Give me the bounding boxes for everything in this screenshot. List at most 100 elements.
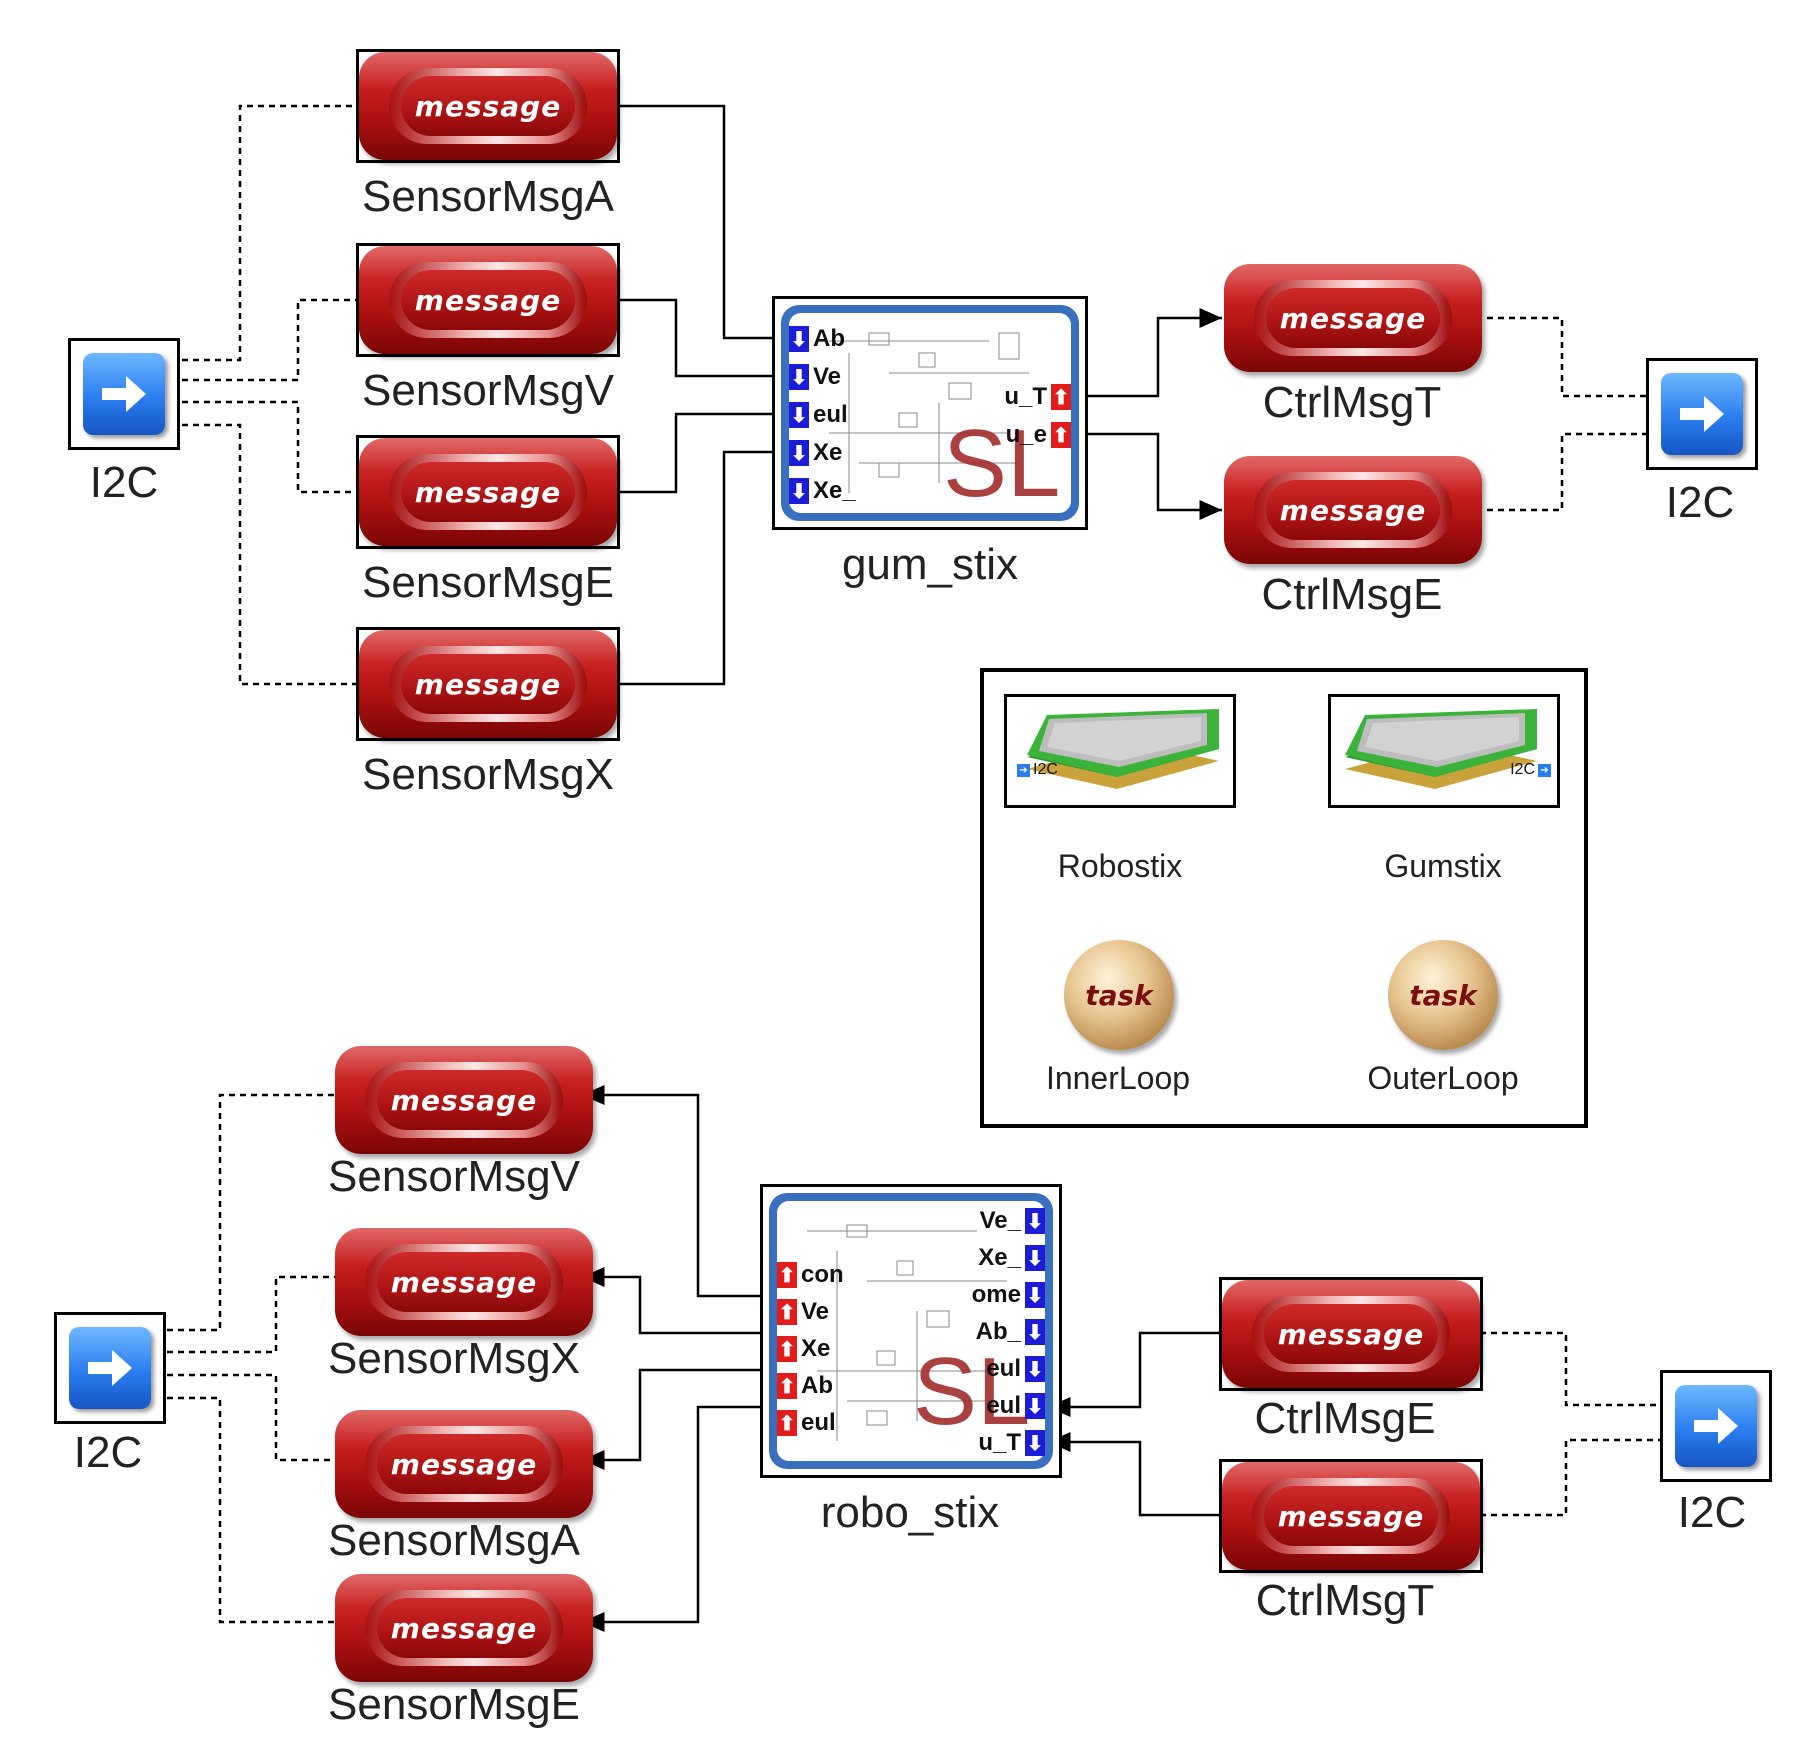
message-text: message (1264, 1304, 1438, 1364)
processor-block-robostix[interactable]: ➔I2C (1004, 694, 1236, 808)
right-arrow-icon (69, 1327, 151, 1409)
subsystem-preview (789, 313, 1071, 513)
wire-solid (582, 1267, 778, 1335)
i2c-goto-block[interactable] (68, 338, 180, 450)
wire-dashed (182, 104, 357, 362)
wire-solid (620, 298, 780, 378)
wire-dashed (1480, 1331, 1662, 1407)
message-label: SensorMsgX (362, 750, 614, 799)
sl-mark: SL (913, 1338, 1031, 1445)
processor-block-gumstix[interactable]: I2C➔ (1328, 694, 1560, 808)
message-block[interactable]: message (356, 49, 620, 163)
message-text: message (401, 462, 575, 522)
wire-solid (1082, 308, 1222, 398)
wire-dashed (1487, 432, 1648, 512)
inport[interactable]: Ab_⬇ (975, 1318, 1045, 1345)
message-text: message (377, 1434, 551, 1494)
wire-dashed (1480, 1438, 1662, 1517)
wire-solid (620, 450, 780, 686)
message-block[interactable]: message (335, 1574, 593, 1682)
message-text: message (401, 654, 575, 714)
message-label: CtrlMsgE (1261, 570, 1443, 619)
outport[interactable]: u_e⬆ (1005, 421, 1071, 448)
message-label: SensorMsgV (362, 366, 614, 415)
i2c-goto-block[interactable] (1660, 1370, 1772, 1482)
wire-dashed (167, 1373, 335, 1462)
processor-port[interactable]: I2C➔ (1510, 761, 1551, 779)
wire-dashed (167, 1093, 335, 1332)
message-text: message (401, 76, 575, 136)
message-block[interactable]: message (1224, 264, 1482, 372)
wire-solid (620, 104, 780, 340)
subsystem-label: robo_stix (820, 1488, 1000, 1537)
right-arrow-icon (1661, 373, 1743, 455)
inport[interactable]: u_T⬇ (978, 1429, 1045, 1456)
message-block[interactable]: message (335, 1410, 593, 1518)
right-arrow-icon (1675, 1385, 1757, 1467)
message-block[interactable]: message (356, 435, 620, 549)
inport[interactable]: ⬇Xe (789, 439, 843, 466)
outport[interactable]: u_T⬆ (1004, 383, 1071, 410)
wire-solid (620, 412, 780, 494)
message-block[interactable]: message (335, 1228, 593, 1336)
inport[interactable]: ⬇eul (789, 401, 848, 428)
i2c-label: I2C (1665, 478, 1735, 527)
sl-mark: SL (943, 410, 1061, 517)
wire-dashed (1487, 316, 1648, 398)
outport[interactable]: ⬆con (777, 1261, 844, 1288)
processor-label: Robostix (1057, 848, 1183, 884)
wire-solid (1082, 432, 1222, 520)
message-label: CtrlMsgE (1254, 1394, 1436, 1443)
task-label: InnerLoop (1045, 1060, 1191, 1096)
message-text: message (377, 1070, 551, 1130)
i2c-label: I2C (1677, 1488, 1747, 1537)
wire-dashed (167, 1396, 335, 1624)
inport[interactable]: Ve_⬇ (979, 1207, 1045, 1234)
message-label: SensorMsgE (328, 1680, 580, 1729)
subsystem-label: gum_stix (841, 540, 1019, 589)
chip-icon (1345, 709, 1537, 789)
robo-stix-subsystem[interactable]: SL ⬆con ⬆Ve ⬆Xe ⬆Ab ⬆eul Ve_⬇ Xe_⬇ ome⬇ … (760, 1184, 1062, 1478)
task-block[interactable]: task (1064, 940, 1174, 1050)
gum-stix-subsystem[interactable]: SL ⬇Ab ⬇Ve ⬇eul ⬇Xe ⬇Xe_ u_T⬆ u_e⬆ (772, 296, 1088, 530)
message-label: SensorMsgE (362, 558, 614, 607)
inport[interactable]: Xe_⬇ (978, 1244, 1045, 1271)
task-block[interactable]: task (1388, 940, 1498, 1050)
outport[interactable]: ⬆eul (777, 1409, 836, 1436)
wire-solid (1048, 1331, 1220, 1417)
inport[interactable]: eul⬇ (986, 1392, 1045, 1419)
i2c-label: I2C (89, 458, 159, 507)
inport[interactable]: ome⬇ (971, 1281, 1045, 1308)
processor-port[interactable]: ➔I2C (1017, 761, 1058, 779)
message-label: SensorMsgV (328, 1152, 580, 1201)
i2c-goto-block[interactable] (54, 1312, 166, 1424)
outport[interactable]: ⬆Xe (777, 1335, 831, 1362)
right-arrow-icon (83, 353, 165, 435)
i2c-label: I2C (73, 1428, 143, 1477)
message-block[interactable]: message (1219, 1277, 1483, 1391)
message-text: message (1264, 1486, 1438, 1546)
message-text: message (377, 1252, 551, 1312)
message-label: SensorMsgX (328, 1334, 580, 1383)
message-block[interactable]: message (1224, 456, 1482, 564)
inport[interactable]: ⬇Ve (789, 363, 842, 390)
outport[interactable]: ⬆Ab (777, 1372, 833, 1399)
i2c-goto-block[interactable] (1646, 358, 1758, 470)
message-block[interactable]: message (335, 1046, 593, 1154)
message-label: CtrlMsgT (1255, 1576, 1435, 1625)
subsystem-preview (777, 1201, 1045, 1461)
outport[interactable]: ⬆Ve (777, 1298, 830, 1325)
wire-dashed (182, 423, 357, 686)
wire-solid (1048, 1432, 1220, 1517)
message-label: SensorMsgA (328, 1516, 580, 1565)
message-block[interactable]: message (356, 243, 620, 357)
wire-dashed (182, 298, 357, 382)
wire-solid (582, 1405, 778, 1632)
message-text: message (1266, 288, 1440, 348)
inport[interactable]: ⬇Xe_ (789, 477, 856, 504)
message-block[interactable]: message (1219, 1459, 1483, 1573)
inport[interactable]: eul⬇ (986, 1355, 1045, 1382)
wire-dashed (167, 1275, 335, 1354)
inport[interactable]: ⬇Ab (789, 325, 845, 352)
message-block[interactable]: message (356, 627, 620, 741)
